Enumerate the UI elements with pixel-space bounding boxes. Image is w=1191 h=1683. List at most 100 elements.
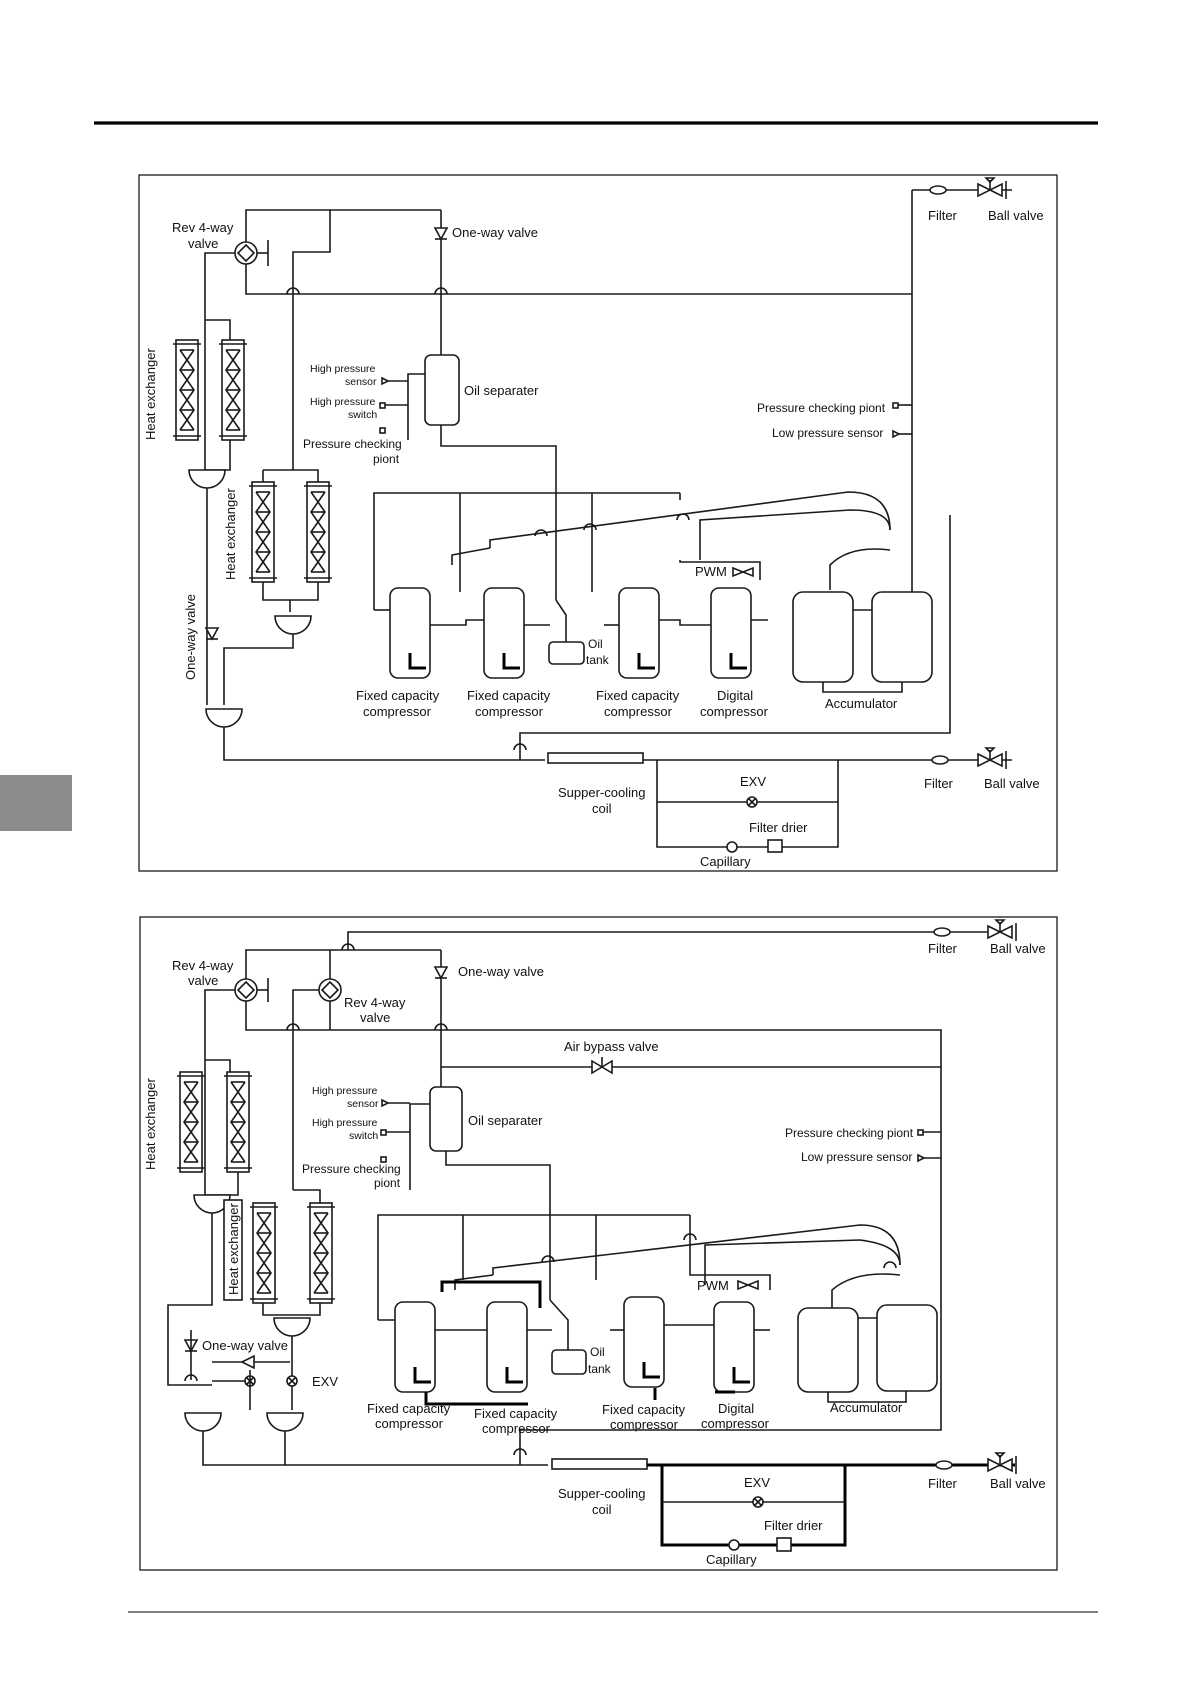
high-pressure-switch-2-label-2: switch xyxy=(349,1130,378,1142)
rev-valve-2-label-1: Rev 4-way xyxy=(172,958,234,973)
pressure-checking-piont-3-label-2: piont xyxy=(374,1176,401,1190)
oil-separater-icon xyxy=(429,1086,463,1152)
oil-separater-icon xyxy=(424,354,460,426)
filter-icon xyxy=(931,755,949,765)
oil-separater-2-label: Oil separater xyxy=(468,1113,543,1128)
accumulator-label: Accumulator xyxy=(825,696,898,711)
ball-valve-icon xyxy=(987,919,1017,942)
diagram-1-frame xyxy=(138,174,1058,872)
heat-exchanger-4-label: Heat exchanger xyxy=(226,1203,241,1295)
pwm-label: PWM xyxy=(695,564,727,579)
capillary-icon xyxy=(726,841,738,853)
oil-tank-2-label-2: tank xyxy=(588,1362,612,1376)
air-bypass-valve-label: Air bypass valve xyxy=(564,1039,659,1054)
filter-icon xyxy=(929,185,947,195)
supper-cooling-coil-label-1: Supper-cooling xyxy=(558,785,645,800)
heat-exchanger-coil-icon xyxy=(249,1202,279,1304)
rev-valve-2-label-2: valve xyxy=(188,973,218,988)
oil-tank-2-icon xyxy=(551,1349,587,1375)
compressor-3-label-1: Fixed capacity xyxy=(596,688,680,703)
accumulator-2-icon xyxy=(871,591,933,683)
compressor-5-label-1: Fixed capacity xyxy=(474,1406,558,1421)
rev-4-way-valve-icon xyxy=(234,978,258,1002)
one-way-valve-label: One-way valve xyxy=(452,225,538,240)
one-way-valve-icon xyxy=(434,227,448,240)
compressor-4-label-2: compressor xyxy=(375,1416,444,1431)
compressor-6-label-2: compressor xyxy=(610,1417,679,1432)
pwm-valve-2-icon xyxy=(737,1279,759,1291)
digital-compressor-label-2: compressor xyxy=(700,704,769,719)
pressure-checking-piont-label-2: piont xyxy=(373,452,400,466)
high-pressure-sensor-2-label-1: High pressure xyxy=(312,1085,378,1097)
ball-valve-2-label: Ball valve xyxy=(984,776,1040,791)
distributor-icon xyxy=(205,708,243,728)
heat-exchanger-coil-icon xyxy=(218,339,248,441)
pressure-checking-piont-label-1: Pressure checking xyxy=(303,437,402,451)
exv-icon xyxy=(752,1496,764,1508)
pwm-2-label: PWM xyxy=(697,1278,729,1293)
digital-compressor-icon xyxy=(709,586,753,680)
high-pressure-sensor-label-2: sensor xyxy=(345,376,377,388)
diagram-2: Filter Ball valve Rev 4-way valve Rev 4-… xyxy=(139,916,1058,1571)
exv-3-label: EXV xyxy=(744,1475,770,1490)
supper-cooling-coil-label-2: coil xyxy=(592,801,612,816)
filter-drier-2-label: Filter drier xyxy=(764,1518,823,1533)
high-pressure-sensor-label-1: High pressure xyxy=(310,363,376,375)
oil-tank-icon xyxy=(548,641,585,665)
distributor-icon xyxy=(274,615,312,635)
one-way-valve-3-label: One-way valve xyxy=(202,1338,288,1353)
compressor-5-label-2: compressor xyxy=(482,1421,551,1436)
heat-exchanger-label: Heat exchanger xyxy=(143,348,158,440)
digital-compressor-2-icon xyxy=(712,1300,756,1394)
compressor-1-label-2: compressor xyxy=(363,704,432,719)
distributor-icon xyxy=(188,469,226,489)
exv-icon xyxy=(286,1375,298,1387)
rev-valve-label-1: Rev 4-way xyxy=(172,220,234,235)
heat-exchanger-coil-icon xyxy=(306,1202,336,1304)
ball-valve-icon xyxy=(987,1452,1017,1475)
digital-compressor-2-label-1: Digital xyxy=(718,1401,754,1416)
accumulator-3-icon xyxy=(797,1307,859,1393)
distributor-icon xyxy=(273,1317,311,1337)
accumulator-4-icon xyxy=(876,1304,938,1392)
ball-valve-icon xyxy=(977,747,1007,770)
fixed-capacity-compressor-3-icon xyxy=(617,586,661,680)
filter-icon xyxy=(933,927,951,937)
compressor-3-label-2: compressor xyxy=(604,704,673,719)
rev-valve-label-2: valve xyxy=(188,236,218,251)
compressor-2-label-1: Fixed capacity xyxy=(467,688,551,703)
heat-exchanger-coil-icon xyxy=(223,1071,253,1173)
chapter-tab xyxy=(0,775,72,831)
exv-label: EXV xyxy=(740,774,766,789)
heat-exchanger-coil-icon xyxy=(172,339,202,441)
rev-4-way-valve-icon xyxy=(234,241,258,265)
rev-valve-3-label-2: valve xyxy=(360,1010,390,1025)
pwm-valve-icon xyxy=(732,566,754,578)
compressor-2-label-2: compressor xyxy=(475,704,544,719)
rev-4-way-valve-icon xyxy=(318,978,342,1002)
pressure-checking-piont-3-label-1: Pressure checking xyxy=(302,1162,401,1176)
filter-4-label: Filter xyxy=(928,1476,958,1491)
diagram-1: Rev 4-way valve One-way valve Filter Bal… xyxy=(138,174,1058,872)
filter-drier-label: Filter drier xyxy=(749,820,808,835)
filter-3-label: Filter xyxy=(928,941,958,956)
filter-icon xyxy=(935,1460,953,1470)
heat-exchanger-coil-icon xyxy=(303,481,333,583)
high-pressure-switch-label-1: High pressure xyxy=(310,396,376,408)
diagram-2-frame xyxy=(139,916,1058,1571)
low-pressure-sensor-2-label: Low pressure sensor xyxy=(801,1150,912,1164)
digital-compressor-2-label-2: compressor xyxy=(701,1416,770,1431)
high-pressure-switch-label-2: switch xyxy=(348,409,377,421)
one-way-valve-vertical-label: One-way valve xyxy=(183,594,198,680)
accumulator-2-label: Accumulator xyxy=(830,1400,903,1415)
supper-cooling-coil-2-label-2: coil xyxy=(592,1502,612,1517)
low-pressure-sensor-label: Low pressure sensor xyxy=(772,426,883,440)
pressure-checking-piont-4-label: Pressure checking piont xyxy=(785,1126,914,1140)
high-pressure-sensor-2-label-2: sensor xyxy=(347,1098,379,1110)
heat-exchanger-2-label: Heat exchanger xyxy=(223,488,238,580)
ball-valve-icon xyxy=(977,177,1007,200)
exv-icon xyxy=(746,796,758,808)
one-way-valve-2-label: One-way valve xyxy=(458,964,544,979)
rev-valve-3-label-1: Rev 4-way xyxy=(344,995,406,1010)
